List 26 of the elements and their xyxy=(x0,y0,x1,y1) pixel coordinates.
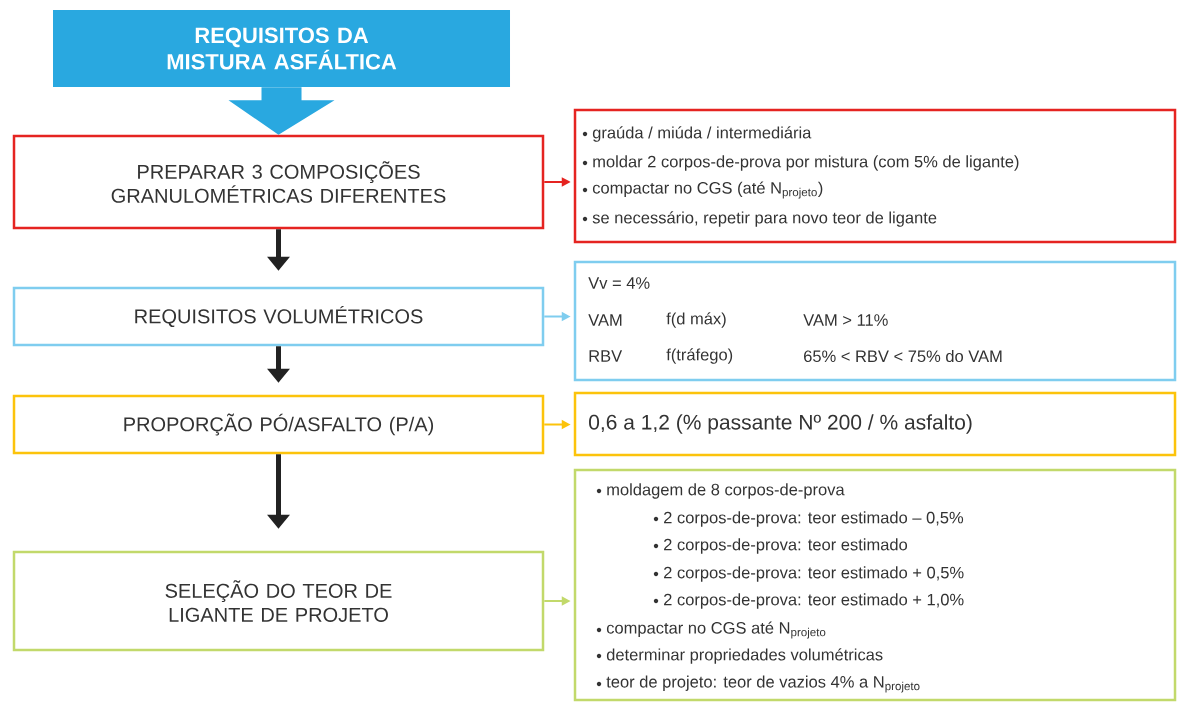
note-text: f(tráfego) xyxy=(666,348,733,364)
list-item: determinar propriedades volumétricas xyxy=(606,648,883,664)
list-item: 2 corpos-de-prova: teor estimado xyxy=(664,538,908,554)
process-box: REQUISITOS VOLUMÉTRICOS xyxy=(12,286,545,347)
list-item: 2 corpos-de-prova: teor estimado + 0,5% xyxy=(664,566,964,582)
note-text: 0,6 a 1,2 (% passante Nº 200 / % asfalto) xyxy=(589,414,972,434)
list-item: teor de projeto: teor de vazios 4% a N$_{projeto}$ xyxy=(606,675,920,693)
title-banner: REQUISITOS DA MISTURA ASFÁLTICA xyxy=(53,10,510,87)
process-box: SELEÇÃO DO TEOR DE LIGANTE DE PROJETO xyxy=(12,550,545,652)
list-item: graúda / miúda / intermediária xyxy=(592,126,812,142)
list-item: compactar no CGS até N$_{projeto}$ xyxy=(606,621,826,639)
process-box: PREPARAR 3 COMPOSIÇÕES GRANULOMÉTRICAS DIFERENTES xyxy=(12,134,545,230)
note-text: f(d máx) xyxy=(666,312,726,328)
note-text: VAM xyxy=(588,314,622,326)
list-item: se necessário, repetir para novo teor de ligante xyxy=(592,211,937,227)
list-item: moldagem de 8 corpos-de-prova xyxy=(607,483,845,499)
note-text: VAM > 11% xyxy=(803,314,888,326)
process-box: PROPORÇÃO PÓ/ASFALTO (P/A) xyxy=(12,394,545,455)
list-item: 2 corpos-de-prova: teor estimado + 1,0% xyxy=(664,593,964,609)
note-text: RBV xyxy=(589,350,623,362)
block-arrow xyxy=(228,87,335,135)
list-item: compactar no CGS (até N$_{projeto}$) xyxy=(592,181,823,199)
note-text: 65% < RBV < 75% do VAM xyxy=(804,349,1002,363)
list-item: 2 corpos-de-prova: teor estimado – 0,5% xyxy=(664,511,964,527)
note-text: Vv = 4% xyxy=(588,277,650,289)
list-item: moldar 2 corpos-de-prova por mistura (com 5% de ligante) xyxy=(593,155,1019,171)
